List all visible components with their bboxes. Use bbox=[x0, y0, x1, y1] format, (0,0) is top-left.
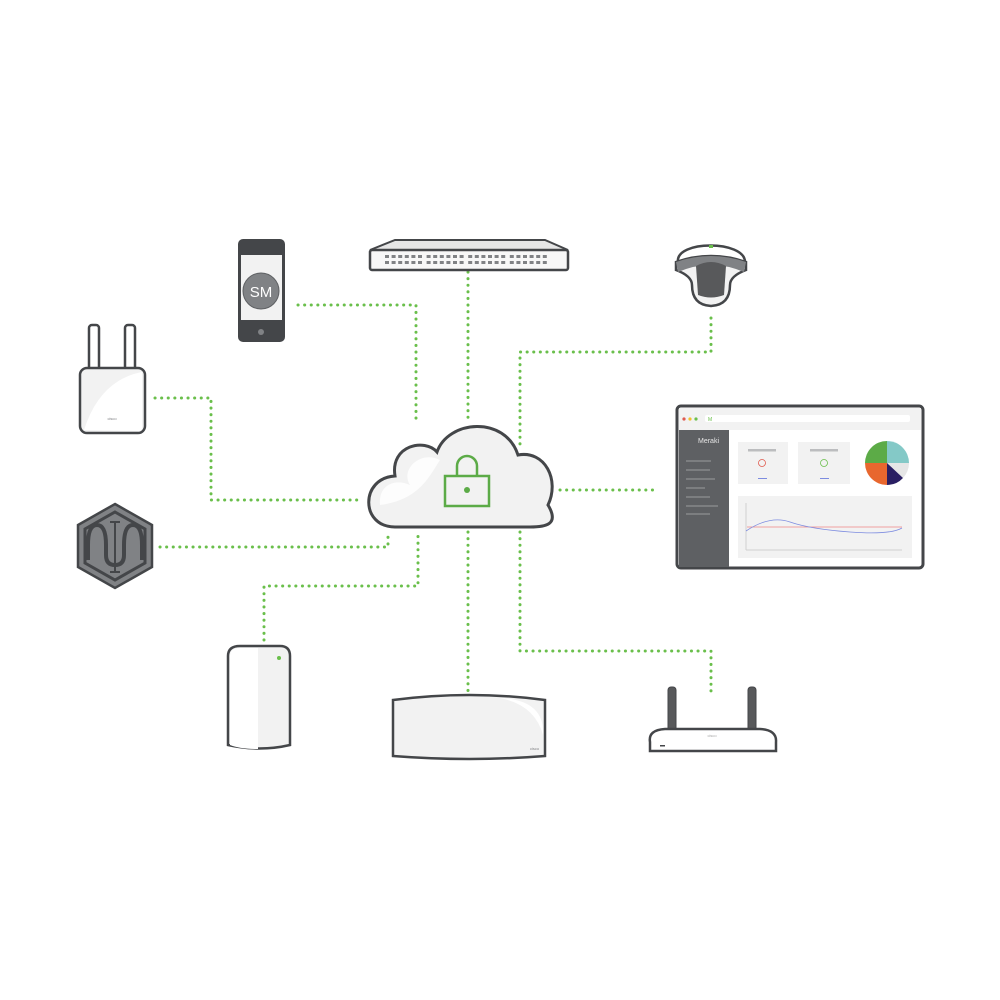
switch-port bbox=[404, 261, 409, 264]
switch-port bbox=[523, 261, 527, 264]
switch-port bbox=[439, 255, 444, 258]
link-tall-ap bbox=[262, 530, 420, 642]
switch-port bbox=[523, 255, 527, 258]
switch-port bbox=[426, 261, 431, 264]
mobile-phone[interactable]: SM bbox=[238, 239, 285, 342]
switch-port bbox=[433, 255, 438, 258]
switch-port bbox=[385, 255, 389, 258]
security-camera[interactable] bbox=[674, 244, 748, 308]
switch-port bbox=[529, 261, 534, 264]
tall-access-point[interactable] bbox=[226, 644, 292, 750]
link-router bbox=[518, 530, 713, 697]
switch-port bbox=[459, 261, 464, 264]
switch-port bbox=[404, 255, 409, 258]
switch-port bbox=[494, 255, 499, 258]
switch-port bbox=[446, 255, 451, 258]
switch-port bbox=[468, 255, 473, 258]
switch-port bbox=[398, 261, 403, 264]
link-access-point bbox=[153, 396, 364, 502]
switch-port bbox=[516, 261, 521, 264]
switch-port bbox=[474, 255, 479, 258]
link-sensor bbox=[158, 530, 390, 549]
switch-port bbox=[391, 255, 396, 258]
security-appliance[interactable]: cisco bbox=[391, 693, 547, 761]
switch-port bbox=[481, 255, 486, 258]
cisco-logo: cisco bbox=[530, 746, 540, 751]
switch-port bbox=[542, 261, 547, 264]
switch-port bbox=[385, 261, 389, 264]
switch-port bbox=[509, 255, 514, 258]
switch-port bbox=[501, 261, 506, 264]
switch-ports bbox=[385, 255, 547, 264]
environmental-sensor[interactable] bbox=[76, 502, 154, 590]
switch-port bbox=[459, 255, 464, 258]
switch-port bbox=[501, 255, 506, 258]
switch-port bbox=[398, 255, 403, 258]
switch-port bbox=[488, 255, 492, 258]
switch-port bbox=[509, 261, 514, 264]
switch-port bbox=[418, 255, 422, 258]
switch-port bbox=[494, 261, 499, 264]
switch-port bbox=[529, 255, 534, 258]
sm-badge-text: SM bbox=[250, 284, 273, 301]
cisco-logo: cisco bbox=[107, 416, 117, 421]
switch-port bbox=[453, 255, 457, 258]
network-switch[interactable] bbox=[368, 239, 570, 272]
router[interactable]: cisco bbox=[648, 686, 778, 753]
switch-port bbox=[488, 261, 492, 264]
switch-port bbox=[391, 261, 396, 264]
cisco-logo: cisco bbox=[707, 733, 717, 738]
switch-port bbox=[446, 261, 451, 264]
switch-port bbox=[536, 261, 541, 264]
link-phone bbox=[296, 303, 418, 422]
cloud-lock-icon bbox=[367, 425, 554, 529]
switch-port bbox=[542, 255, 547, 258]
wireless-access-point[interactable]: cisco bbox=[78, 323, 147, 435]
switch-port bbox=[439, 261, 444, 264]
switch-port bbox=[468, 261, 473, 264]
switch-port bbox=[481, 261, 486, 264]
dashboard-url: M bbox=[708, 417, 712, 423]
meraki-brand: Meraki bbox=[698, 438, 719, 445]
dashboard-pie-chart bbox=[865, 441, 909, 485]
connection-lines bbox=[153, 270, 713, 697]
switch-port bbox=[536, 255, 541, 258]
dashboard[interactable]: M Meraki bbox=[675, 404, 925, 570]
switch-port bbox=[474, 261, 479, 264]
switch-port bbox=[411, 261, 416, 264]
switch-port bbox=[453, 261, 457, 264]
switch-port bbox=[516, 255, 521, 258]
switch-port bbox=[426, 255, 431, 258]
switch-port bbox=[411, 255, 416, 258]
switch-port bbox=[418, 261, 422, 264]
switch-port bbox=[433, 261, 438, 264]
